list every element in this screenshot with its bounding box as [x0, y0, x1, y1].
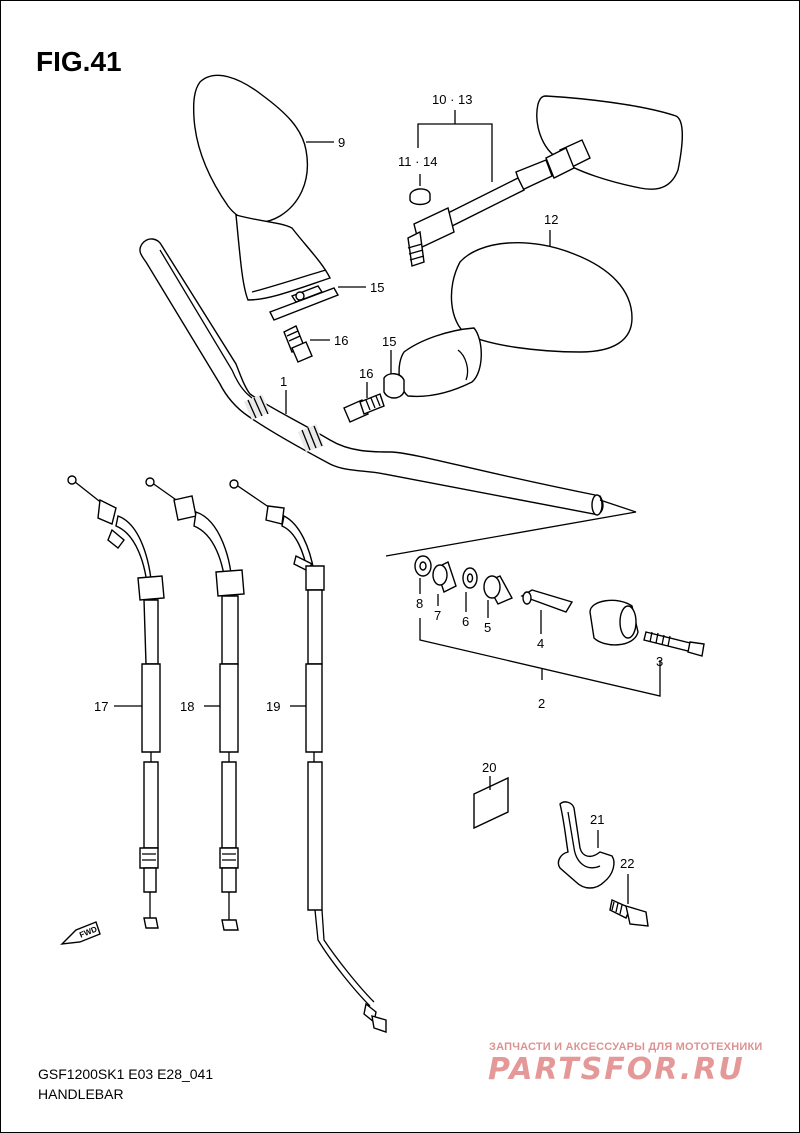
- callout-17: 17: [94, 699, 108, 714]
- callout-20: 20: [482, 760, 496, 775]
- callout-6: 6: [462, 614, 469, 629]
- fwd-direction-arrow-icon: FWD: [60, 921, 101, 945]
- right-mirror-bolt-part[interactable]: [343, 393, 385, 423]
- left-mirror-gasket-part[interactable]: [269, 285, 340, 321]
- assembly-reference-line: [385, 499, 637, 557]
- washer-part-6[interactable]: [462, 567, 478, 589]
- callout-11-14: 11 · 14: [398, 154, 438, 169]
- callout-12: 12: [544, 212, 558, 227]
- callout-5: 5: [484, 620, 491, 635]
- right-mirror-stem-part[interactable]: [407, 95, 683, 267]
- left-mirror-bolt-part[interactable]: [283, 325, 313, 363]
- bushing-part-5[interactable]: [483, 575, 513, 605]
- callout-1: 1: [280, 374, 287, 389]
- mirror-cap-part[interactable]: [409, 188, 431, 206]
- leader-10-13: [417, 123, 493, 182]
- callout-3: 3: [656, 654, 663, 669]
- callout-2: 2: [538, 696, 545, 711]
- cable-guide-part[interactable]: [557, 801, 615, 889]
- cable-guide-bolt-part[interactable]: [609, 899, 649, 927]
- right-mirror-part[interactable]: [398, 241, 633, 398]
- leader-2: [419, 618, 661, 697]
- callout-15-right: 15: [382, 334, 396, 349]
- diagram-name: HANDLEBAR: [38, 1086, 124, 1102]
- callout-9: 9: [338, 135, 345, 150]
- callout-18: 18: [180, 699, 194, 714]
- left-mirror-part[interactable]: [192, 74, 331, 301]
- right-mirror-gasket-part[interactable]: [383, 373, 405, 399]
- shaft-part-4[interactable]: [520, 589, 574, 613]
- callout-22: 22: [620, 856, 634, 871]
- washer-part-8[interactable]: [414, 555, 432, 577]
- spacer-part-7[interactable]: [432, 561, 457, 593]
- balancer-screw-part-3[interactable]: [643, 631, 705, 657]
- figure-title: FIG.41: [36, 46, 122, 77]
- callout-19: 19: [266, 699, 280, 714]
- choke-cable-part-19[interactable]: [229, 479, 387, 1033]
- callout-4: 4: [537, 636, 544, 651]
- throttle-cable-part-17[interactable]: [67, 475, 165, 929]
- callout-7: 7: [434, 608, 441, 623]
- label-plate-part[interactable]: [473, 776, 509, 830]
- handlebar-part[interactable]: [139, 238, 604, 516]
- balancer-weight-part[interactable]: [589, 599, 639, 646]
- callout-15-left: 15: [370, 280, 384, 295]
- callout-8: 8: [416, 596, 423, 611]
- callout-16-right: 16: [359, 366, 373, 381]
- callout-16-left: 16: [334, 333, 348, 348]
- callout-21: 21: [590, 812, 604, 827]
- watermark-tagline: ЗАПЧАСТИ И АКСЕССУАРЫ ДЛЯ МОТОТЕХНИКИ: [489, 1041, 763, 1053]
- watermark-brand-logo: PARTSFOR.RU: [488, 1052, 745, 1087]
- diagram-code: GSF1200SK1 E03 E28_041: [38, 1066, 214, 1082]
- throttle-cable-part-18[interactable]: [145, 477, 245, 931]
- callout-10-13: 10 · 13: [432, 92, 472, 107]
